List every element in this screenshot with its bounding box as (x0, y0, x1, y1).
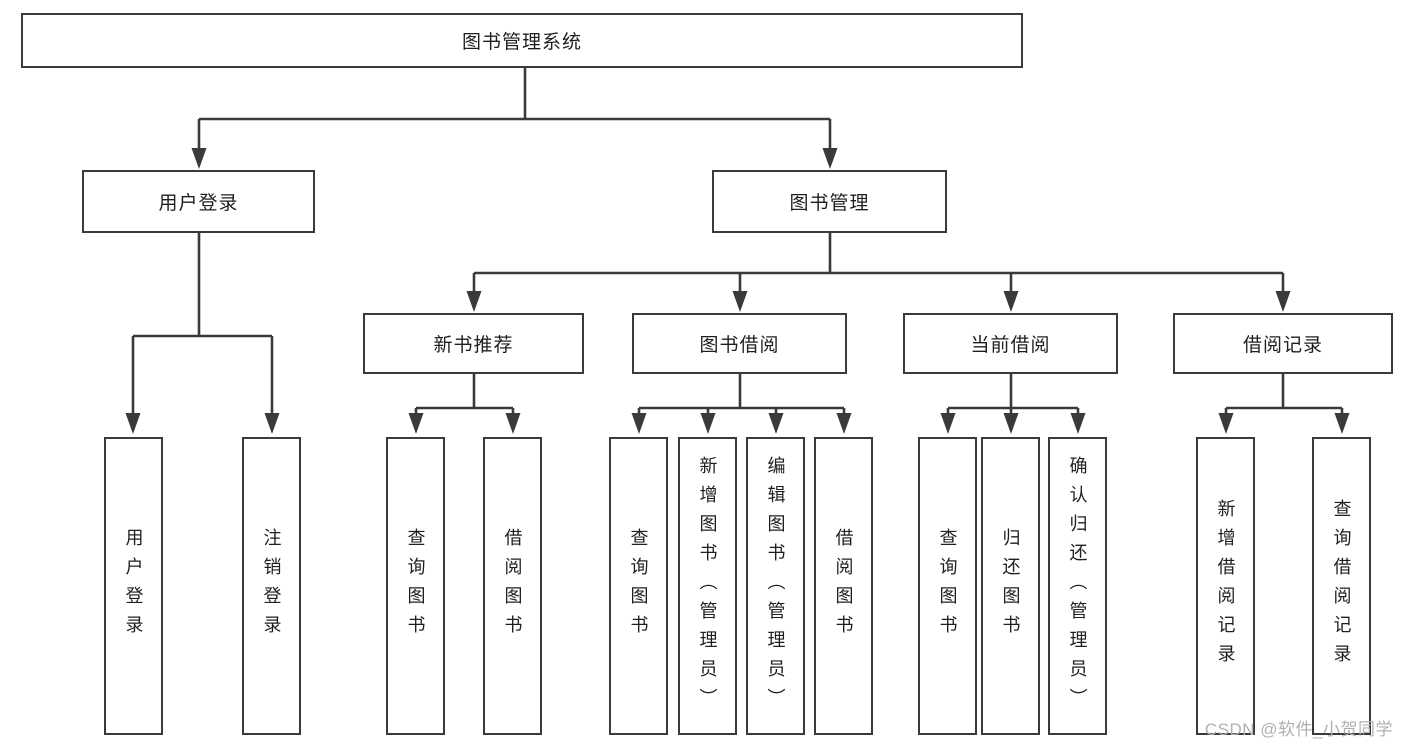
node-current-borrowing-label: 当前借阅 (970, 335, 1051, 356)
connector-newbook-to-leaves (414, 374, 515, 418)
leaf-return-book: 归还图书 (981, 437, 1040, 735)
leaf-add-borrow-record-label: 新增借阅记录 (1215, 499, 1236, 673)
leaf-query-books-recommend: 查询图书 (386, 437, 445, 735)
node-current-borrowing: 当前借阅 (903, 313, 1118, 374)
arrowheads (125, 148, 1350, 434)
leaf-query-books-recommend-label: 查询图书 (405, 528, 426, 644)
connector-borrowing-to-leaves (637, 374, 846, 418)
connector-root-to-level2 (197, 68, 832, 152)
leaf-add-book-admin-label: 新增图书（管理员） (697, 455, 718, 717)
leaf-user-login-label: 用户登录 (123, 528, 144, 644)
node-book-borrowing-label: 图书借阅 (699, 335, 780, 356)
leaf-query-books-borrowing: 查询图书 (609, 437, 668, 735)
connector-current-to-leaves (946, 374, 1080, 418)
node-new-book-recommend-label: 新书推荐 (433, 335, 514, 356)
leaf-confirm-return-admin-label: 确认归还（管理员） (1067, 455, 1088, 717)
leaf-borrow-books-recommend-label: 借阅图书 (502, 528, 523, 644)
node-book-management-branch-label: 图书管理 (789, 193, 870, 214)
node-book-management-branch: 图书管理 (712, 170, 947, 233)
connector-bookmgmt-to-level3 (472, 233, 1285, 296)
leaf-query-borrow-record-label: 查询借阅记录 (1331, 499, 1352, 673)
node-system-root-label: 图书管理系统 (461, 32, 582, 53)
leaf-query-books-current-label: 查询图书 (937, 528, 958, 644)
leaf-query-borrow-record: 查询借阅记录 (1312, 437, 1371, 735)
leaf-edit-book-admin-label: 编辑图书（管理员） (765, 455, 786, 717)
leaf-query-books-current: 查询图书 (918, 437, 977, 735)
connector-userlogin-to-leaves (131, 233, 274, 417)
leaf-add-borrow-record: 新增借阅记录 (1196, 437, 1255, 735)
leaf-edit-book-admin: 编辑图书（管理员） (746, 437, 805, 735)
leaf-borrow-books-borrowing: 借阅图书 (814, 437, 873, 735)
node-user-login-branch: 用户登录 (82, 170, 315, 233)
node-new-book-recommend: 新书推荐 (363, 313, 584, 374)
node-borrow-records: 借阅记录 (1173, 313, 1393, 374)
leaf-confirm-return-admin: 确认归还（管理员） (1048, 437, 1107, 735)
leaf-add-book-admin: 新增图书（管理员） (678, 437, 737, 735)
leaf-query-books-borrowing-label: 查询图书 (628, 528, 649, 644)
csdn-watermark: CSDN @软件_小贺同学 (1204, 720, 1393, 739)
leaf-borrow-books-borrowing-label: 借阅图书 (833, 528, 854, 644)
leaf-user-login: 用户登录 (104, 437, 163, 735)
node-user-login-branch-label: 用户登录 (158, 193, 239, 214)
node-borrow-records-label: 借阅记录 (1242, 335, 1323, 356)
node-system-root: 图书管理系统 (21, 13, 1023, 68)
leaf-logout: 注销登录 (242, 437, 301, 735)
connector-records-to-leaves (1224, 374, 1344, 418)
leaf-borrow-books-recommend: 借阅图书 (483, 437, 542, 735)
node-book-borrowing: 图书借阅 (632, 313, 847, 374)
leaf-return-book-label: 归还图书 (1000, 528, 1021, 644)
leaf-logout-label: 注销登录 (261, 528, 282, 644)
